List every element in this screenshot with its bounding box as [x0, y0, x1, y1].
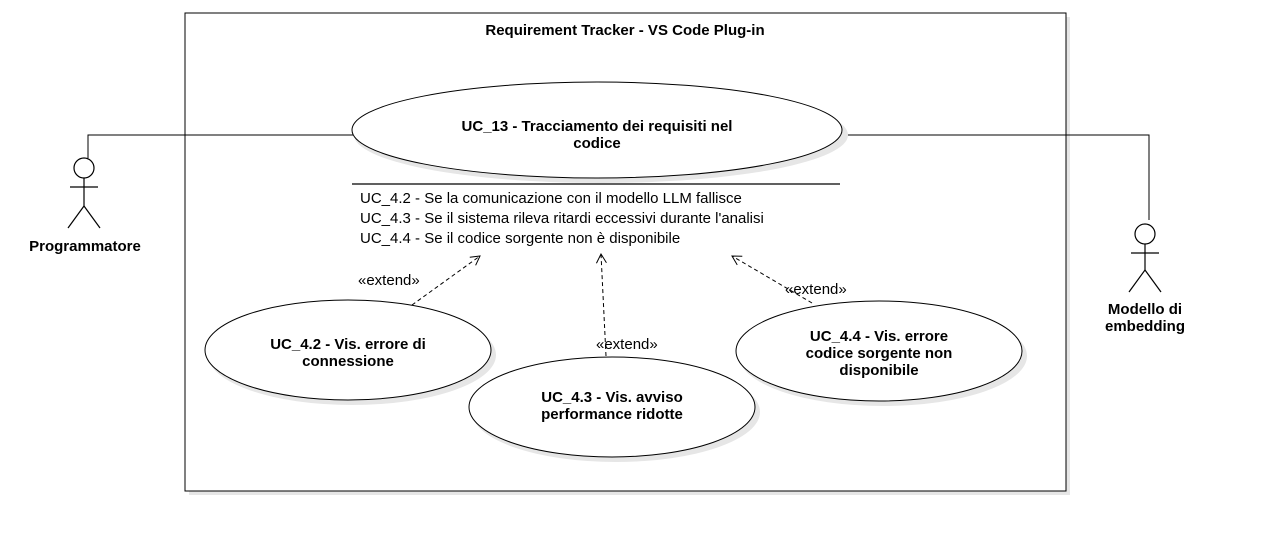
uc-4-3-ellipse	[468, 356, 756, 458]
extension-point-2: UC_4.3 - Se il sistema rileva ritardi ec…	[360, 210, 764, 227]
uc-4-2-label: UC_4.2 - Vis. errore di connessione	[270, 336, 426, 370]
extend-label-middle: «extend»	[596, 336, 658, 353]
extend-label-right: «extend»	[785, 281, 847, 298]
main-use-case-label: UC_13 - Tracciamento dei requisiti nel c…	[461, 118, 733, 152]
association-programmer	[87, 134, 353, 158]
actor-label-embedding-model: Modello di embedding	[1104, 301, 1185, 335]
uc-4-4-ellipse	[735, 300, 1023, 402]
extension-point-1: UC_4.2 - Se la comunicazione con il mode…	[360, 190, 742, 207]
association-embedding-model	[841, 134, 1150, 220]
main-use-case	[351, 81, 843, 179]
uc-4-2-ellipse	[204, 299, 492, 401]
extension-point-3: UC_4.4 - Se il codice sorgente non è dis…	[360, 230, 681, 247]
extend-label-left: «extend»	[358, 272, 420, 289]
uc-4-4-label: UC_4.4 - Vis. errore codice sorgente non…	[805, 328, 953, 379]
uc-4-3-label: UC_4.3 - Vis. avviso performance ridotte	[541, 389, 683, 423]
actor-label-programmer: Programmatore	[29, 238, 141, 255]
system-title: Requirement Tracker - VS Code Plug-in	[485, 22, 765, 39]
embedding-model-actor-icon	[1128, 223, 1162, 293]
extend-arrow-middle	[595, 252, 607, 357]
extend-arrow-right	[731, 255, 813, 304]
programmer-actor-icon	[67, 157, 101, 229]
